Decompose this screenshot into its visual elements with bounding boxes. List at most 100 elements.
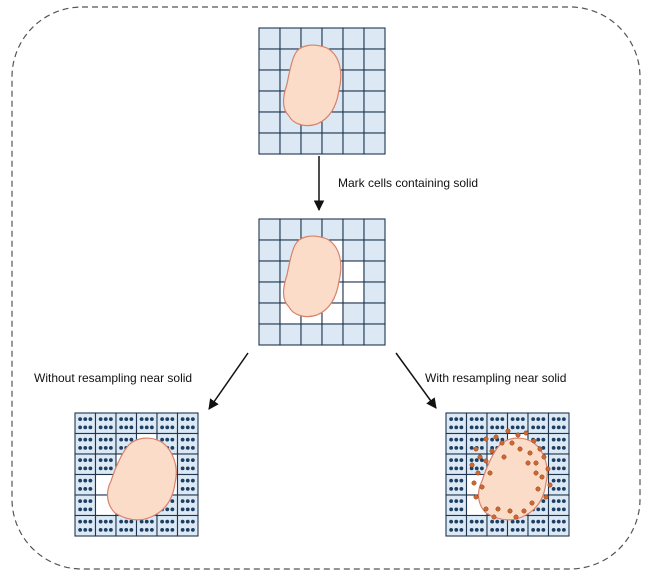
fluid-particle bbox=[454, 486, 459, 491]
fluid-particle bbox=[124, 417, 129, 422]
grid-cell bbox=[445, 412, 468, 435]
fluid-particle bbox=[556, 507, 561, 512]
arrow-left bbox=[208, 352, 249, 410]
resampled-particle bbox=[521, 508, 527, 514]
grid-cell bbox=[342, 239, 365, 262]
fluid-particle bbox=[88, 437, 93, 442]
grid-cell bbox=[156, 412, 179, 435]
fluid-particle bbox=[531, 417, 536, 422]
fluid-particle bbox=[459, 499, 464, 504]
fluid-particle bbox=[165, 425, 170, 430]
fluid-particle bbox=[98, 466, 103, 471]
fluid-particle bbox=[536, 425, 541, 430]
fluid-particle bbox=[83, 458, 88, 463]
fluid-particle bbox=[479, 425, 484, 430]
fluid-particle bbox=[83, 425, 88, 430]
fluid-particle bbox=[469, 466, 474, 471]
grid-cell bbox=[74, 432, 97, 455]
grid-cell bbox=[258, 90, 281, 113]
fluid-particle bbox=[454, 507, 459, 512]
fluid-particle bbox=[129, 425, 134, 430]
fluid-particle bbox=[185, 527, 190, 532]
grid-cell bbox=[363, 281, 386, 304]
fluid-particle bbox=[500, 417, 505, 422]
grid-cell bbox=[74, 412, 97, 435]
resampled-particle bbox=[533, 470, 539, 476]
fluid-particle bbox=[551, 486, 556, 491]
fluid-particle bbox=[459, 445, 464, 450]
fluid-particle bbox=[83, 445, 88, 450]
grid-cell bbox=[94, 514, 117, 537]
resampled-particle bbox=[515, 432, 521, 438]
fluid-particle bbox=[556, 458, 561, 463]
grid-cell bbox=[135, 412, 158, 435]
resampled-particle bbox=[471, 480, 477, 486]
fluid-particle bbox=[190, 507, 195, 512]
fluid-particle bbox=[139, 519, 144, 524]
fluid-particle bbox=[536, 507, 541, 512]
fluid-particle bbox=[165, 507, 170, 512]
grid-cell bbox=[176, 453, 199, 476]
fluid-particle bbox=[160, 437, 165, 442]
fluid-particle bbox=[449, 445, 454, 450]
grid-cell bbox=[445, 494, 468, 517]
fluid-particle bbox=[108, 519, 113, 524]
fluid-particle bbox=[551, 417, 556, 422]
fluid-particle bbox=[474, 527, 479, 532]
grid-cell bbox=[176, 473, 199, 496]
fluid-particle bbox=[83, 466, 88, 471]
fluid-particle bbox=[98, 425, 103, 430]
fluid-particle bbox=[474, 417, 479, 422]
grid-panel-with-resampling bbox=[445, 412, 570, 537]
fluid-particle bbox=[449, 527, 454, 532]
fluid-particle bbox=[541, 527, 546, 532]
fluid-particle bbox=[124, 425, 129, 430]
fluid-particle bbox=[103, 458, 108, 463]
grid-cell bbox=[176, 432, 199, 455]
grid-panel-without-resampling bbox=[74, 412, 199, 537]
fluid-particle bbox=[124, 527, 129, 532]
fluid-particle bbox=[165, 527, 170, 532]
fluid-particle bbox=[454, 466, 459, 471]
grid-cell bbox=[547, 494, 570, 517]
fluid-particle bbox=[454, 458, 459, 463]
fluid-particle bbox=[536, 437, 541, 442]
fluid-particle bbox=[469, 425, 474, 430]
fluid-particle bbox=[561, 486, 566, 491]
fluid-particle bbox=[180, 425, 185, 430]
fluid-particle bbox=[551, 466, 556, 471]
fluid-particle bbox=[449, 499, 454, 504]
fluid-particle bbox=[170, 425, 175, 430]
fluid-particle bbox=[139, 425, 144, 430]
resampled-particle bbox=[527, 450, 533, 456]
grid-cell bbox=[363, 260, 386, 283]
grid-cell bbox=[258, 48, 281, 71]
fluid-particle bbox=[88, 486, 93, 491]
fluid-particle bbox=[165, 437, 170, 442]
grid-cell bbox=[176, 494, 199, 517]
fluid-particle bbox=[98, 458, 103, 463]
resampled-particle bbox=[491, 514, 497, 520]
resampled-particle bbox=[547, 482, 553, 488]
fluid-particle bbox=[98, 527, 103, 532]
grid-cell bbox=[258, 69, 281, 92]
grid-cell bbox=[258, 27, 281, 50]
resampled-particle bbox=[493, 434, 499, 440]
fluid-particle bbox=[180, 417, 185, 422]
grid-cell bbox=[363, 302, 386, 325]
fluid-particle bbox=[139, 527, 144, 532]
grid-cell bbox=[258, 260, 281, 283]
fluid-particle bbox=[108, 417, 113, 422]
fluid-particle bbox=[180, 445, 185, 450]
fluid-particle bbox=[144, 519, 149, 524]
fluid-particle bbox=[541, 425, 546, 430]
fluid-particle bbox=[129, 437, 134, 442]
fluid-particle bbox=[454, 499, 459, 504]
resampled-particle bbox=[483, 458, 489, 464]
resampled-particle bbox=[469, 462, 475, 468]
fluid-particle bbox=[98, 417, 103, 422]
fluid-particle bbox=[180, 507, 185, 512]
grid-cell bbox=[342, 48, 365, 71]
fluid-particle bbox=[190, 499, 195, 504]
